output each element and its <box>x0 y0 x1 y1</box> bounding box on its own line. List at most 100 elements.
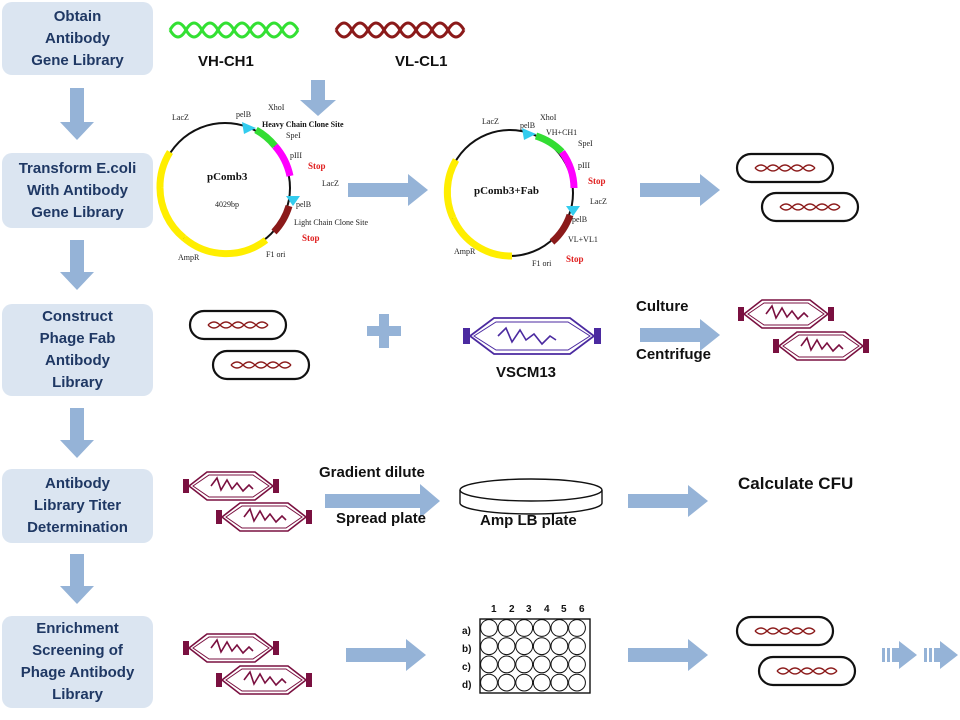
culture-label: Culture <box>636 298 689 315</box>
vh-ch1-helix <box>168 21 300 39</box>
spread-plate-label: Spread plate <box>336 510 427 527</box>
ecoli-row2-b <box>760 191 860 223</box>
gradient-dilute-label: Gradient dilute <box>319 464 425 481</box>
phage-row3-b <box>772 331 870 361</box>
well-col-2: 2 <box>509 604 515 615</box>
vh-ch1-label: VH-CH1 <box>198 53 254 70</box>
arrow-dilute <box>325 484 440 518</box>
p1-lacz-top: LacZ <box>172 113 189 122</box>
lb-plate <box>459 478 603 515</box>
well-c1 <box>480 655 498 674</box>
well-c4 <box>532 655 551 674</box>
well-a4 <box>532 619 551 637</box>
vscm13-label: VSCM13 <box>496 364 557 381</box>
arrow-p1-to-p2 <box>348 174 428 206</box>
p1-size: 4029bp <box>215 200 239 209</box>
ecoli-row5-b <box>757 655 857 687</box>
well-b6 <box>568 637 586 656</box>
well-row-b: b) <box>462 644 471 655</box>
well-d5 <box>550 673 569 692</box>
p2-pelb-top: pelB <box>520 121 535 130</box>
p1-f1ori: F1 ori <box>266 250 286 259</box>
p2-lacz-top: LacZ <box>482 117 499 126</box>
well-d2 <box>497 673 516 692</box>
well-b5 <box>550 637 569 656</box>
p1-stop2: Stop <box>302 233 320 243</box>
centrifuge-label: Centrifuge <box>636 346 711 363</box>
p1-lacz-mid: LacZ <box>322 179 339 188</box>
well-col-3: 3 <box>526 604 532 615</box>
ecoli-row2-a <box>735 152 835 184</box>
step-enrichment-screening: Enrichment Screening of Phage Antibody L… <box>2 616 153 708</box>
flow-arrow-down-4 <box>60 554 94 604</box>
well-c2 <box>497 655 516 674</box>
well-d1 <box>480 673 498 692</box>
p2-spei: SpeI <box>578 139 593 148</box>
ecoli-row5-a <box>735 615 835 647</box>
phage-row3-a <box>737 299 835 329</box>
step-titer-determination: Antibody Library Titer Determination <box>2 469 153 543</box>
flow-arrow-down-3 <box>60 408 94 458</box>
phage-row4-b <box>215 502 313 532</box>
well-a3 <box>515 619 534 637</box>
continue-arrow-2 <box>924 641 958 669</box>
arrow-p2-to-ecoli <box>640 174 720 206</box>
p2-vhch1: VH+CH1 <box>546 128 577 137</box>
well-col-5: 5 <box>561 604 567 615</box>
arrow-to-ecoli-row5 <box>628 639 708 671</box>
well-row-a: a) <box>462 626 471 637</box>
plasmid-pcomb3 <box>156 122 300 258</box>
p2-ampr: AmpR <box>454 247 476 256</box>
p1-pelb-top: pelB <box>236 110 251 119</box>
well-d6 <box>568 673 586 692</box>
well-b3 <box>515 637 534 656</box>
p2-pelb-mid: pelB <box>572 215 587 224</box>
well-b4 <box>532 637 551 656</box>
helper-phage-vscm13 <box>463 317 601 355</box>
p2-xhoi: XhoI <box>540 113 557 122</box>
calculate-cfu-label: Calculate CFU <box>738 474 854 493</box>
amp-lb-plate-label: Amp LB plate <box>480 512 577 529</box>
plasmid-pcomb3-fab <box>443 128 580 260</box>
p1-xhoi: XhoI <box>268 103 285 112</box>
well-d3 <box>515 673 534 692</box>
well-row-d: d) <box>462 680 471 691</box>
well-b1 <box>480 637 498 656</box>
p1-stop1: Stop <box>308 161 326 171</box>
ecoli-row3-a <box>188 309 288 341</box>
p2-lacz-mid: LacZ <box>590 197 607 206</box>
well-a6 <box>568 619 586 637</box>
step-obtain-library: Obtain Antibody Gene Library <box>2 2 153 75</box>
arrow-to-cfu <box>628 485 708 517</box>
p1-name: pComb3 <box>207 171 248 183</box>
p1-light-site: Light Chain Clone Site <box>294 218 368 227</box>
p2-piii: pIII <box>578 161 590 170</box>
p2-name: pComb3+Fab <box>474 185 539 197</box>
phage-row5-b <box>215 665 313 695</box>
vl-cl1-label: VL-CL1 <box>395 53 448 70</box>
well-a2 <box>497 619 516 637</box>
well-d4 <box>532 673 551 692</box>
well-a1 <box>480 619 498 637</box>
p2-stop1: Stop <box>588 176 606 186</box>
ecoli-row3-b <box>211 349 311 381</box>
well-row-c: c) <box>462 662 471 673</box>
continue-arrow-1 <box>882 641 917 669</box>
p2-f1ori: F1 ori <box>532 259 552 268</box>
flow-arrow-down-1 <box>60 88 94 140</box>
p1-pelb-mid: pelB <box>296 200 311 209</box>
well-b2 <box>497 637 516 656</box>
p1-heavy-site: Heavy Chain Clone Site <box>262 120 344 129</box>
step-transform-ecoli: Transform E.coli With Antibody Gene Libr… <box>2 153 153 228</box>
well-c3 <box>515 655 534 674</box>
well-col-6: 6 <box>579 604 585 615</box>
vl-cl1-helix <box>334 21 466 39</box>
well-c6 <box>568 655 586 674</box>
flow-arrow-down-2 <box>60 240 94 290</box>
p1-ampr: AmpR <box>178 253 200 262</box>
step-construct-phage: Construct Phage Fab Antibody Library <box>2 304 153 396</box>
phage-row4-a <box>182 471 280 501</box>
well-a5 <box>550 619 569 637</box>
well-c5 <box>550 655 569 674</box>
